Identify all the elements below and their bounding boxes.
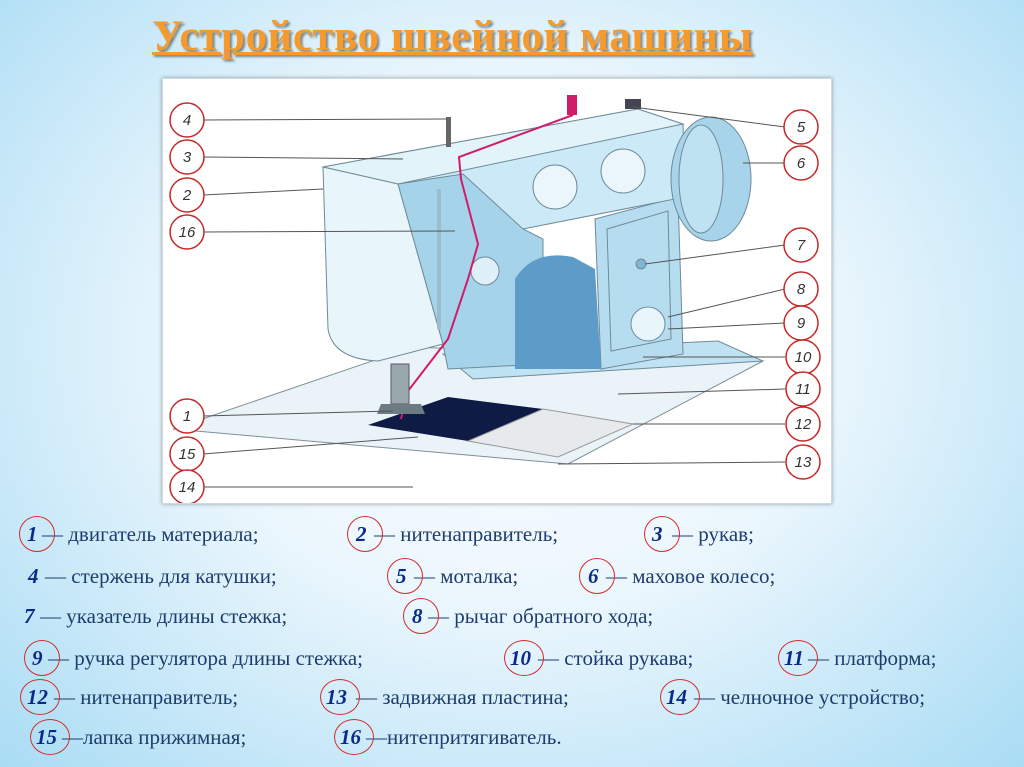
legend-text: — стержень для катушки; <box>45 564 277 589</box>
stitch-dial-left <box>533 165 577 209</box>
legend-text: — стойка рукава; <box>538 646 693 671</box>
callout-11: 11 <box>786 372 820 406</box>
legend-ring <box>30 719 70 755</box>
legend-ring <box>644 516 680 552</box>
legend-text: — рычаг обратного хода; <box>428 604 653 629</box>
callout-text: 10 <box>795 349 812 366</box>
callout-text: 12 <box>795 416 812 433</box>
callout-12: 12 <box>786 407 820 441</box>
stitch-dial-right <box>601 149 645 193</box>
legend-text: — ручка регулятора длины стежка; <box>48 646 363 671</box>
callout-text: 11 <box>795 381 811 398</box>
legend-text: — моталка; <box>414 564 518 589</box>
legend-text: —нитепритягиватель. <box>366 725 562 750</box>
legend-ring <box>403 598 439 634</box>
legend-text: —лапка прижимная; <box>62 725 246 750</box>
legend-ring <box>387 558 423 594</box>
legend-text: — задвижная пластина; <box>356 685 569 710</box>
callout-2: 2 <box>170 178 204 212</box>
stitch-length-indicator <box>636 259 646 269</box>
legend-text: — маховое колесо; <box>606 564 775 589</box>
callout-13: 13 <box>786 445 820 479</box>
legend-ring <box>334 719 374 755</box>
callout-text: 5 <box>797 119 806 136</box>
legend-num: 7 <box>24 604 35 629</box>
callout-text: 4 <box>183 112 191 129</box>
callout-text: 16 <box>179 224 196 241</box>
legend-text: — челночное устройство; <box>694 685 925 710</box>
callout-8: 8 <box>784 272 818 306</box>
handwheel-face <box>679 125 723 233</box>
legend-text: — платформа; <box>808 646 937 671</box>
arm-opening <box>515 255 601 369</box>
take-up-slot <box>437 189 441 329</box>
callout-5: 5 <box>784 110 818 144</box>
callout-text: 1 <box>183 408 191 425</box>
presser-foot <box>377 404 425 414</box>
sewing-machine-diagram: 4 3 2 16 5 6 7 8 9 10 11 12 1 15 14 13 <box>162 78 832 504</box>
callout-14: 14 <box>170 470 204 503</box>
sewing-machine-illustration: 4 3 2 16 5 6 7 8 9 10 11 12 1 15 14 13 <box>163 79 831 503</box>
callout-text: 2 <box>182 187 192 204</box>
thread-spool <box>567 95 577 115</box>
callout-9: 9 <box>784 306 818 340</box>
callout-7: 7 <box>784 228 818 262</box>
spool-pin <box>446 117 451 147</box>
legend-text: — двигатель материала; <box>42 522 259 547</box>
callout-3: 3 <box>170 140 204 174</box>
needle-bar <box>391 364 409 404</box>
callout-10: 10 <box>786 340 820 374</box>
legend-text: — рукав; <box>672 522 754 547</box>
callout-text: 15 <box>179 446 196 463</box>
legend-text: — нитенаправитель; <box>374 522 558 547</box>
legend-num: 4 <box>28 564 39 589</box>
legend-ring <box>19 516 55 552</box>
legend-ring <box>778 640 818 676</box>
legend-ring <box>504 640 544 676</box>
callout-text: 7 <box>797 237 806 254</box>
callout-text: 14 <box>179 479 196 496</box>
legend-text: — нитенаправитель; <box>54 685 238 710</box>
callout-text: 9 <box>797 315 806 332</box>
legend-ring <box>20 679 60 715</box>
legend-ring <box>347 516 383 552</box>
callout-16: 16 <box>170 215 204 249</box>
legend-text: — указатель длины стежка; <box>40 604 287 629</box>
legend-ring <box>320 679 360 715</box>
callout-text: 3 <box>183 149 192 166</box>
callout-6: 6 <box>784 146 818 180</box>
callout-1: 1 <box>170 399 204 433</box>
legend-ring <box>660 679 700 715</box>
slide-title: Устройство швейной машины <box>152 12 942 61</box>
callout-text: 6 <box>797 155 806 172</box>
legend-ring <box>24 640 60 676</box>
callout-15: 15 <box>170 437 204 471</box>
legend-ring <box>579 558 615 594</box>
callout-text: 13 <box>795 454 812 471</box>
callout-4: 4 <box>170 103 204 137</box>
callout-text: 8 <box>797 281 806 298</box>
stitch-length-knob <box>631 307 665 341</box>
tension-knob <box>471 257 499 285</box>
